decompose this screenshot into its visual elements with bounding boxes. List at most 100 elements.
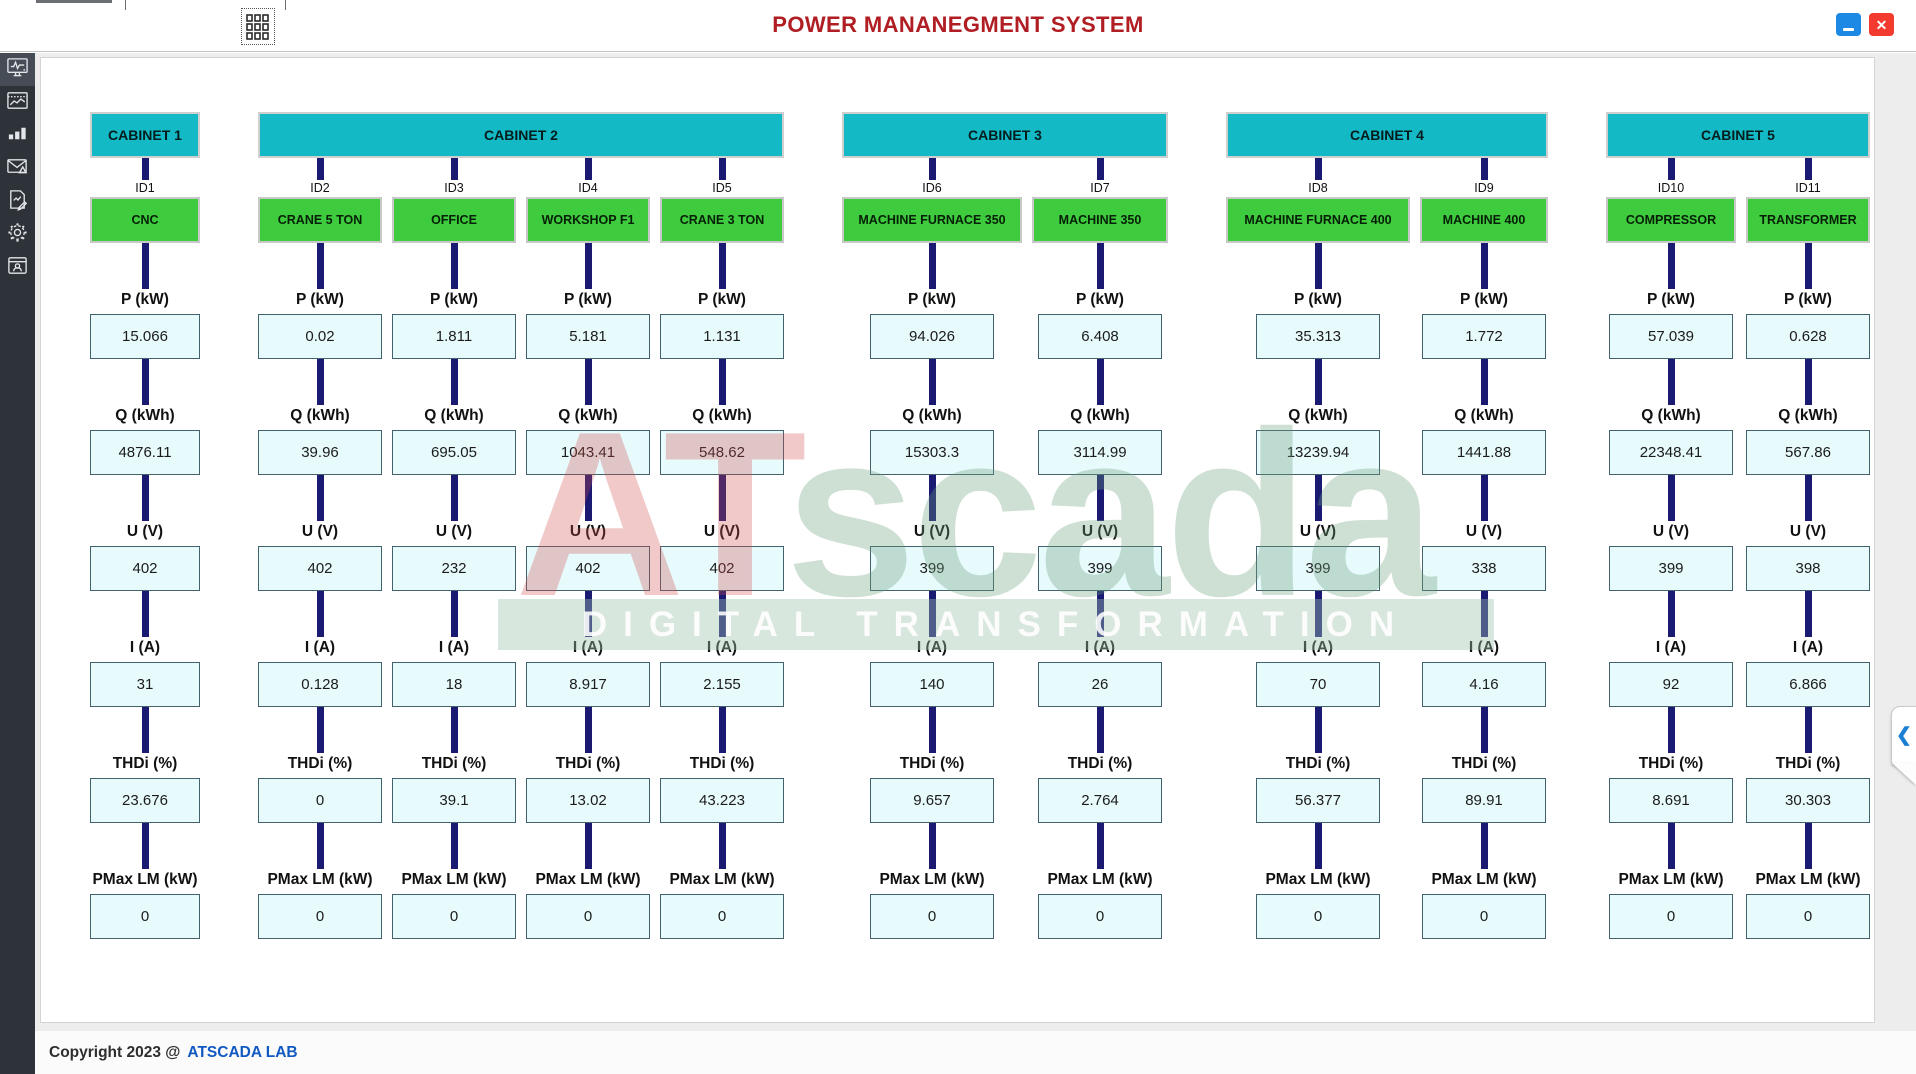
metric-label: P (kW)	[564, 291, 612, 308]
connector-line	[450, 359, 458, 405]
sidebar-item-monitoring[interactable]	[0, 53, 35, 86]
metric-value-box: 92	[1609, 662, 1733, 707]
metric-label: PMax LM (kW)	[1755, 871, 1861, 888]
metric-value-box: 0	[1256, 894, 1380, 939]
connector-line	[584, 707, 592, 753]
close-button[interactable]: ✕	[1869, 13, 1894, 36]
connector-line	[141, 707, 149, 753]
connector-line	[1096, 591, 1104, 637]
title-bar: POWER MANANEGMENT SYSTEM ✕	[0, 0, 1916, 52]
metric-label: U (V)	[126, 523, 164, 540]
connector-line	[450, 243, 458, 289]
metric-label: THDi (%)	[287, 755, 353, 772]
connector-line	[1096, 475, 1104, 521]
connector-line	[316, 707, 324, 753]
cabinet-header: CABINET 4	[1226, 112, 1548, 158]
connector-line	[316, 823, 324, 869]
metric-label: Q (kWh)	[290, 407, 350, 424]
metric-label: P (kW)	[1784, 291, 1832, 308]
grid-menu-icon[interactable]	[241, 8, 275, 45]
device-id-label: ID5	[712, 181, 732, 195]
connector-line	[928, 591, 936, 637]
connector-line	[1480, 158, 1488, 180]
connector-line	[718, 158, 726, 180]
metric-label: Q (kWh)	[1070, 407, 1130, 424]
connector-line	[1667, 243, 1675, 289]
connector-line	[1314, 823, 1322, 869]
sidebar-item-account[interactable]	[0, 251, 35, 284]
connector-line	[1096, 823, 1104, 869]
device-name-box: CRANE 3 TON	[660, 197, 784, 243]
brand-link[interactable]: ATSCADA LAB	[187, 1043, 298, 1061]
sidebar-item-settings[interactable]	[0, 218, 35, 251]
metric-label: I (A)	[304, 639, 336, 656]
metric-value-box: 5.181	[526, 314, 650, 359]
metric-label: Q (kWh)	[115, 407, 175, 424]
metric-label: Q (kWh)	[902, 407, 962, 424]
connector-line	[450, 158, 458, 180]
metric-value-box: 232	[392, 546, 516, 591]
connector-line	[316, 475, 324, 521]
connector-line	[1314, 243, 1322, 289]
metric-value-box: 695.05	[392, 430, 516, 475]
device-name-box: MACHINE 350	[1032, 197, 1168, 243]
connector-line	[316, 158, 324, 180]
connector-line	[316, 243, 324, 289]
connector-line	[584, 475, 592, 521]
connector-line	[1480, 591, 1488, 637]
connector-line	[141, 158, 149, 180]
connector-line	[1480, 359, 1488, 405]
sidebar-item-report-edit[interactable]	[0, 185, 35, 218]
metric-value-box: 402	[90, 546, 200, 591]
connector-line	[1804, 359, 1812, 405]
metric-value-box: 0	[392, 894, 516, 939]
metric-value-box: 22348.41	[1609, 430, 1733, 475]
connector-line	[584, 823, 592, 869]
metric-label: I (A)	[1302, 639, 1334, 656]
trend-window-icon	[6, 89, 29, 117]
panel-expander-tab[interactable]: ❮	[1891, 706, 1916, 764]
metric-value-box: 0	[90, 894, 200, 939]
sidebar-item-reports-chart[interactable]	[0, 119, 35, 152]
metric-value-box: 338	[1422, 546, 1546, 591]
connector-line	[718, 707, 726, 753]
tab-separator	[285, 0, 286, 10]
metric-value-box: 4876.11	[90, 430, 200, 475]
metric-label: P (kW)	[296, 291, 344, 308]
metric-label: THDi (%)	[1451, 755, 1517, 772]
sidebar-item-trends[interactable]	[0, 86, 35, 119]
metric-label: PMax LM (kW)	[669, 871, 775, 888]
connector-line	[718, 359, 726, 405]
mail-alert-icon	[6, 155, 29, 183]
metric-label: P (kW)	[1294, 291, 1342, 308]
metric-value-box: 0	[660, 894, 784, 939]
metric-value-box: 0.628	[1746, 314, 1870, 359]
connector-line	[718, 591, 726, 637]
connector-line	[718, 475, 726, 521]
connector-line	[141, 591, 149, 637]
metric-label: P (kW)	[430, 291, 478, 308]
connector-line	[928, 158, 936, 180]
device-name-box: CRANE 5 TON	[258, 197, 382, 243]
connector-line	[1804, 707, 1812, 753]
device-name-box: CNC	[90, 197, 200, 243]
metric-label: P (kW)	[1076, 291, 1124, 308]
connector-line	[1804, 158, 1812, 180]
cabinet-header: CABINET 1	[90, 112, 200, 158]
device-name-box: MACHINE FURNACE 350	[842, 197, 1022, 243]
minimize-button[interactable]	[1836, 13, 1861, 36]
connector-line	[584, 158, 592, 180]
metric-label: THDi (%)	[899, 755, 965, 772]
metric-label: U (V)	[1465, 523, 1503, 540]
sidebar-item-alarm-mail[interactable]	[0, 152, 35, 185]
metric-value-box: 0	[1038, 894, 1162, 939]
